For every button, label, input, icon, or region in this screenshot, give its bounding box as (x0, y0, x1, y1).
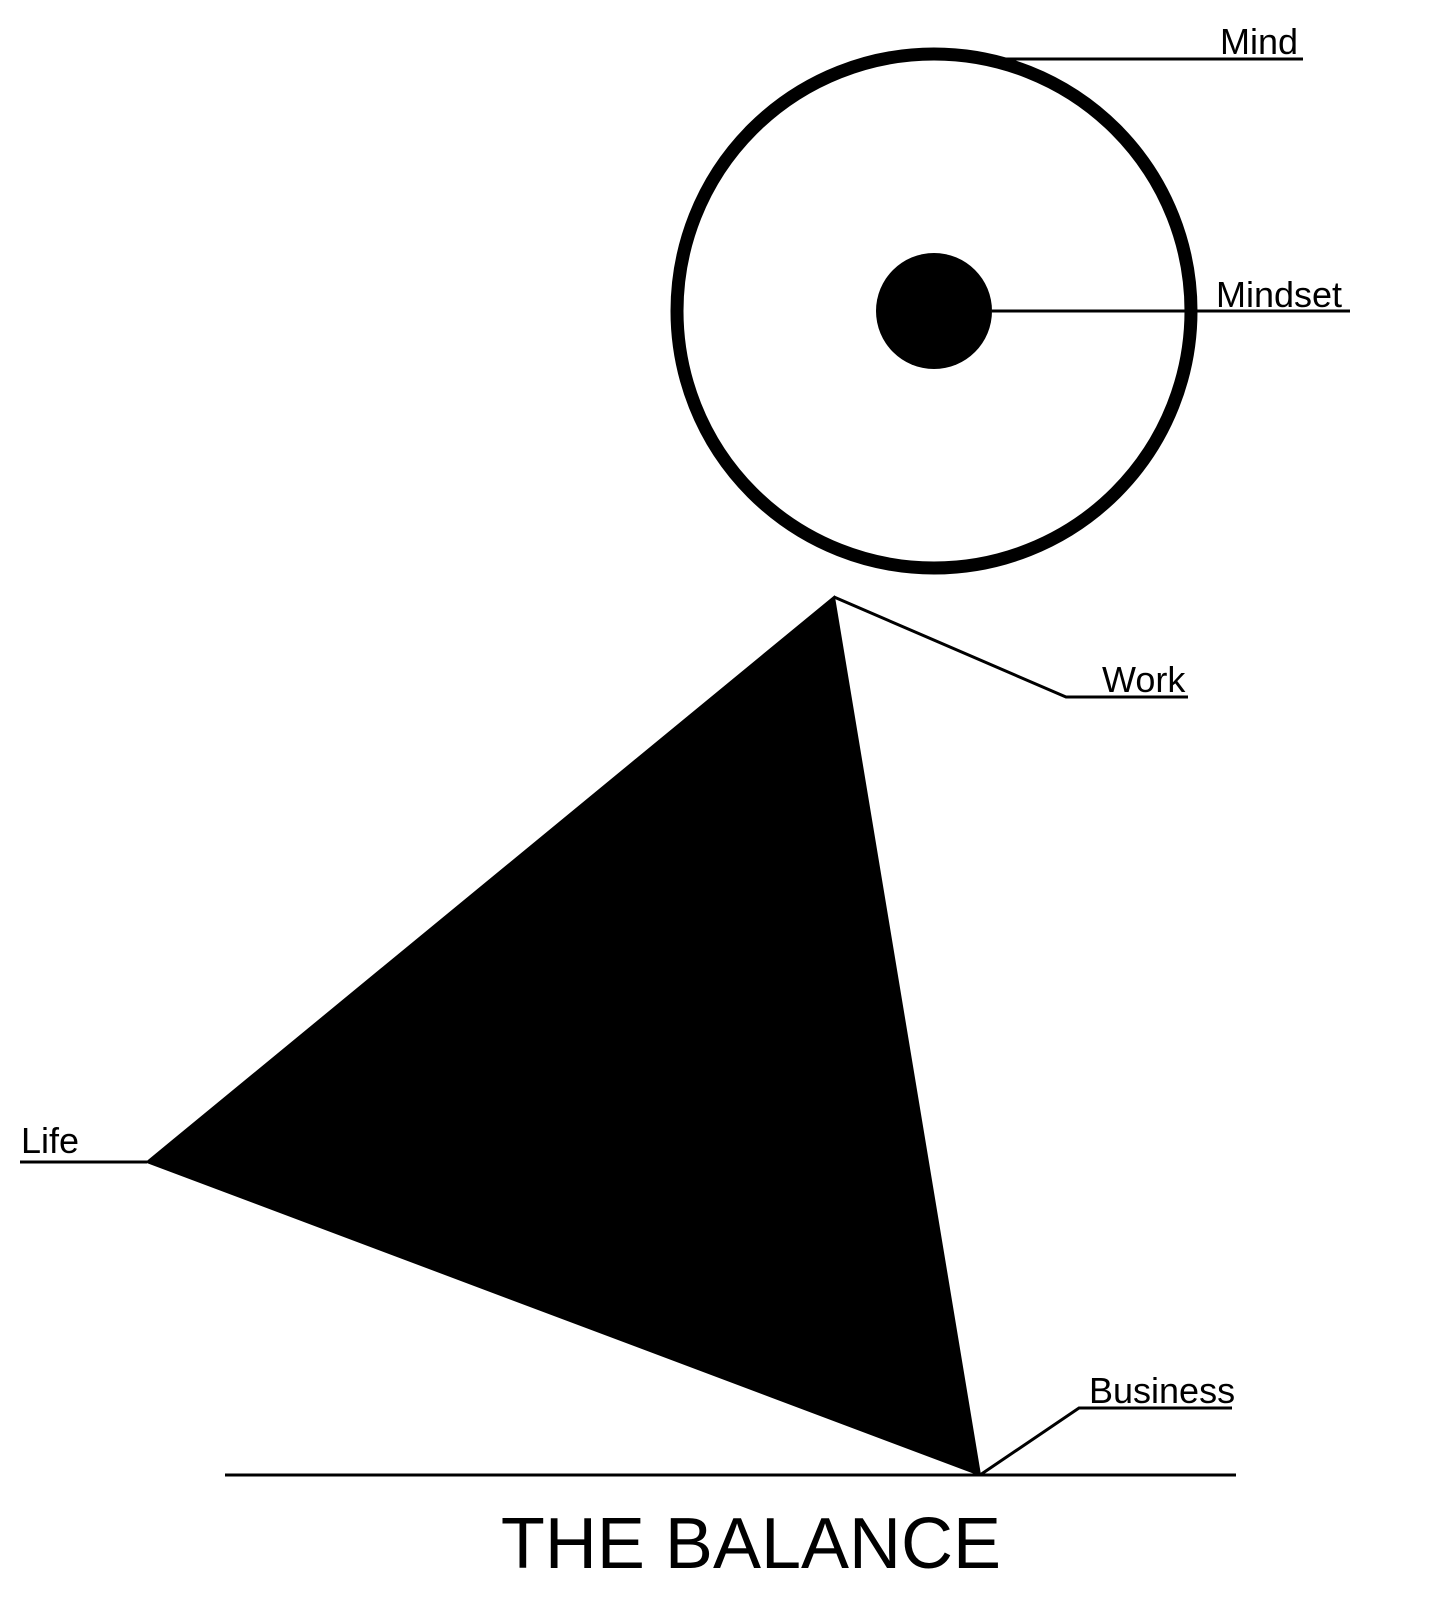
balance-triangle (145, 595, 982, 1477)
mindset-dot (876, 253, 992, 369)
business-leader-line (979, 1406, 1232, 1477)
work-leader-line (833, 595, 1188, 699)
business-label: Business (1089, 1370, 1235, 1411)
work-label: Work (1102, 659, 1186, 700)
life-label: Life (21, 1120, 79, 1161)
mindset-label: Mindset (1216, 274, 1342, 315)
diagram-title: THE BALANCE (501, 1504, 1001, 1584)
mind-label: Mind (1220, 21, 1298, 62)
